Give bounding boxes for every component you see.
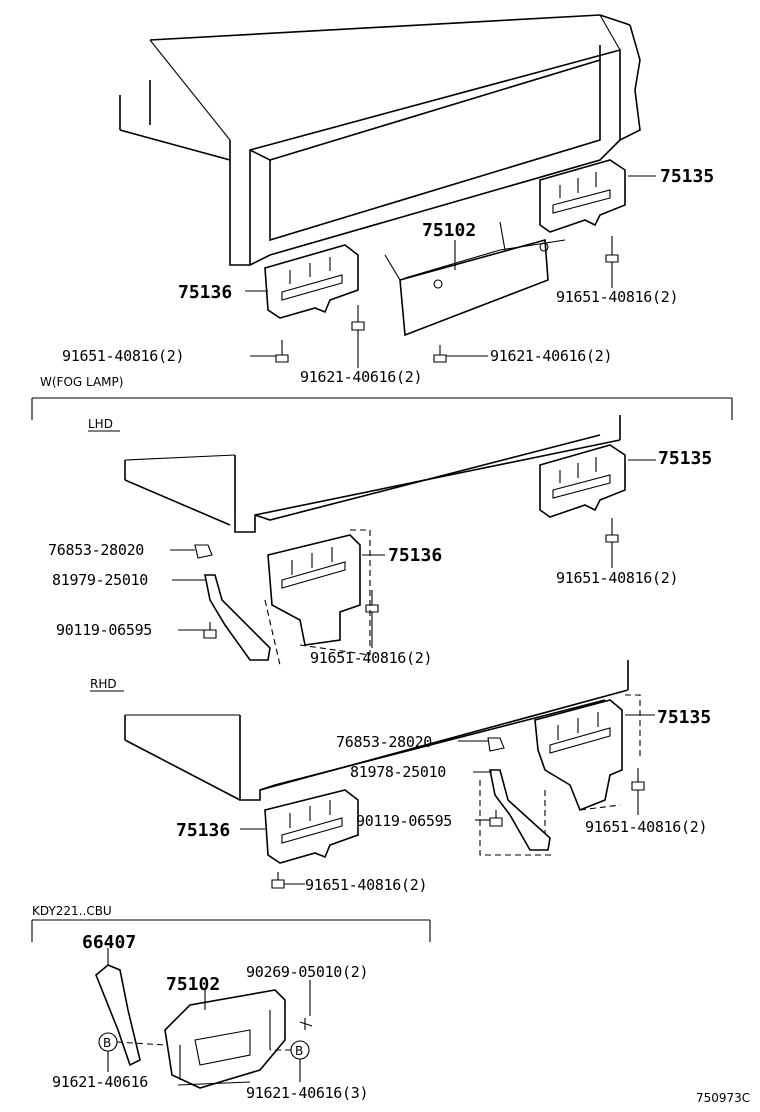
label-nut-rhd: 76853-28020 [336, 733, 432, 751]
label-75135-top: 75135 [660, 166, 714, 187]
label-screw-right-top: 91621-40616(2) [490, 347, 612, 365]
marker-b-left: B [103, 1036, 111, 1050]
label-screw-top-kdy: 90269-05010(2) [246, 963, 368, 981]
label-screw-mid-top: 91621-40616(2) [300, 368, 422, 386]
label-bolt-left-top: 91651-40816(2) [62, 347, 184, 365]
label-stay-rhd: 81978-25010 [350, 763, 446, 781]
bolt-icon [271, 768, 645, 889]
part-66407 [95, 964, 141, 1067]
label-bolt-left-rhd: 91651-40816(2) [305, 876, 427, 894]
bolt-icon [275, 236, 619, 363]
part-75102-kdy [164, 989, 286, 1089]
label-bolt-right-lhd: 91651-40816(2) [556, 569, 678, 587]
section-rhd: RHD [90, 677, 117, 691]
section-fog-lamp: W(FOG LAMP) [40, 375, 123, 389]
label-clip-rhd: 90119-06595 [356, 812, 452, 830]
label-stay-lhd: 81979-25010 [52, 571, 148, 589]
bracket-75136-top [264, 244, 359, 319]
stay-81978-rhd [479, 737, 555, 856]
lhd-bumper-body [124, 415, 621, 533]
bracket-75136-rhd [264, 789, 359, 864]
marker-b-right: B [295, 1044, 303, 1058]
bracket-75136-lhd [264, 529, 371, 666]
label-bolt-right-top: 91651-40816(2) [556, 288, 678, 306]
label-75135-rhd: 75135 [657, 707, 711, 728]
bracket-75135-lhd [539, 444, 626, 518]
label-screw-left-kdy: 91621-40616 [52, 1073, 148, 1091]
label-clip-lhd: 90119-06595 [56, 621, 152, 639]
label-screw-right-kdy: 91621-40616(3) [246, 1084, 368, 1102]
bolt-icon [365, 518, 619, 613]
stay-81979-lhd [194, 544, 271, 661]
diagram-id: 750973C [696, 1091, 750, 1105]
bracket-75135-rhd [534, 694, 641, 850]
bracket-75135-top [539, 159, 626, 233]
label-nut-lhd: 76853-28020 [48, 541, 144, 559]
label-75136-lhd: 75136 [388, 545, 442, 566]
label-bolt-right-rhd: 91651-40816(2) [585, 818, 707, 836]
label-75102-top: 75102 [422, 220, 476, 241]
label-66407: 66407 [82, 932, 136, 953]
label-75136-top: 75136 [178, 282, 232, 303]
label-75135-lhd: 75135 [658, 448, 712, 469]
label-bolt-mid-lhd: 91651-40816(2) [310, 649, 432, 667]
label-75136-rhd: 75136 [176, 820, 230, 841]
section-lhd: LHD [88, 417, 113, 431]
top-bumper-body [119, 14, 641, 266]
section-kdy: KDY221..CBU [32, 904, 112, 918]
rhd-bumper-body [124, 660, 629, 801]
license-plate-75102-top [384, 221, 566, 337]
label-75102-kdy: 75102 [166, 974, 220, 995]
